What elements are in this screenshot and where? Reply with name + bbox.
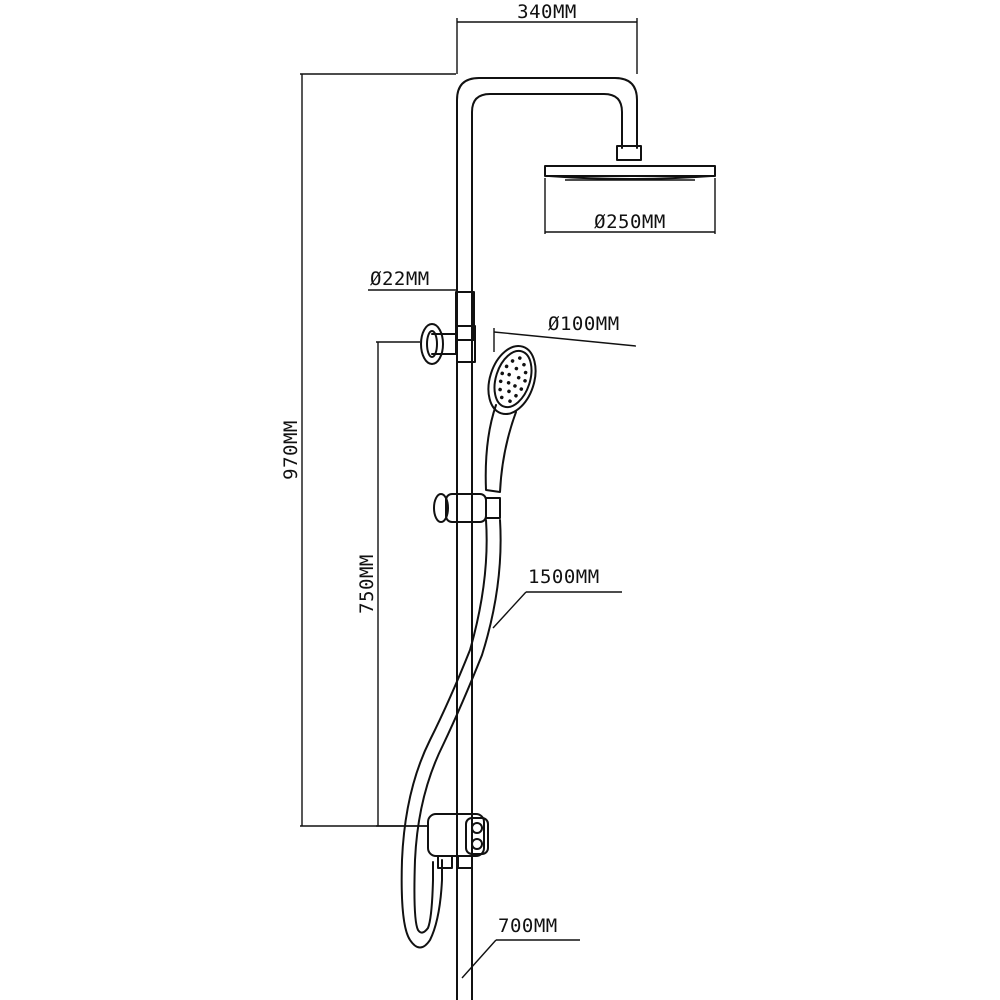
- label-top-span: 340MM: [517, 1, 577, 23]
- shower-hose: [400, 519, 502, 949]
- wall-bracket-rose: [420, 323, 444, 365]
- dimension-rail: Ø22MM: [368, 268, 456, 291]
- wall-bracket-rose-inner: [426, 330, 438, 358]
- label-bracket-height: 750MM: [356, 554, 378, 614]
- leader-hose: 1500MM: [492, 566, 622, 629]
- hose-outer: [400, 519, 488, 949]
- overhead-shower-assembly: [456, 77, 716, 1000]
- dimension-shower-head: Ø250MM: [544, 178, 716, 234]
- hand-shower-assembly: [433, 345, 537, 523]
- diverter-nut-left: [437, 855, 453, 869]
- shower-head-connector: [616, 145, 642, 161]
- dimension-top-span: 340MM: [456, 1, 638, 74]
- diverter-nut-right: [457, 855, 473, 869]
- label-lower-pipe: 700MM: [498, 915, 558, 937]
- hose-inner: [413, 519, 502, 934]
- shower-head-face: [548, 175, 712, 180]
- hand-shower-slider: [445, 493, 487, 523]
- label-shower-head: Ø250MM: [594, 211, 666, 233]
- riser-inner-outline: [471, 93, 623, 1000]
- diverter-button-bottom: [471, 838, 483, 850]
- riser-outer-outline: [456, 77, 638, 1000]
- rail-sleeve: [456, 325, 476, 363]
- upper-wall-bracket: [420, 291, 476, 365]
- diverter-body: [427, 813, 485, 857]
- shower-head-body: [544, 165, 716, 177]
- dimension-bracket-height: 750MM: [356, 341, 428, 827]
- label-total-height: 970MM: [280, 420, 302, 480]
- label-rail: Ø22MM: [370, 268, 430, 290]
- dimension-hand-shower: Ø100MM: [493, 313, 637, 352]
- hand-shower-head-inner: [493, 349, 533, 409]
- leader-lower-pipe: 700MM: [461, 915, 580, 979]
- rail-collar: [455, 291, 475, 341]
- slider-cradle: [485, 497, 501, 519]
- hand-shower-head-outer: [487, 345, 537, 415]
- diverter-valve: [427, 813, 489, 869]
- dimension-total-height: 970MM: [280, 73, 456, 827]
- hand-shower-nozzles: [498, 356, 528, 403]
- label-hose: 1500MM: [528, 566, 600, 588]
- hand-shower-handle: [484, 404, 517, 493]
- label-hand-shower: Ø100MM: [548, 313, 620, 335]
- slider-knob: [433, 493, 449, 523]
- diverter-button-panel: [465, 817, 489, 855]
- diverter-button-top: [471, 822, 483, 834]
